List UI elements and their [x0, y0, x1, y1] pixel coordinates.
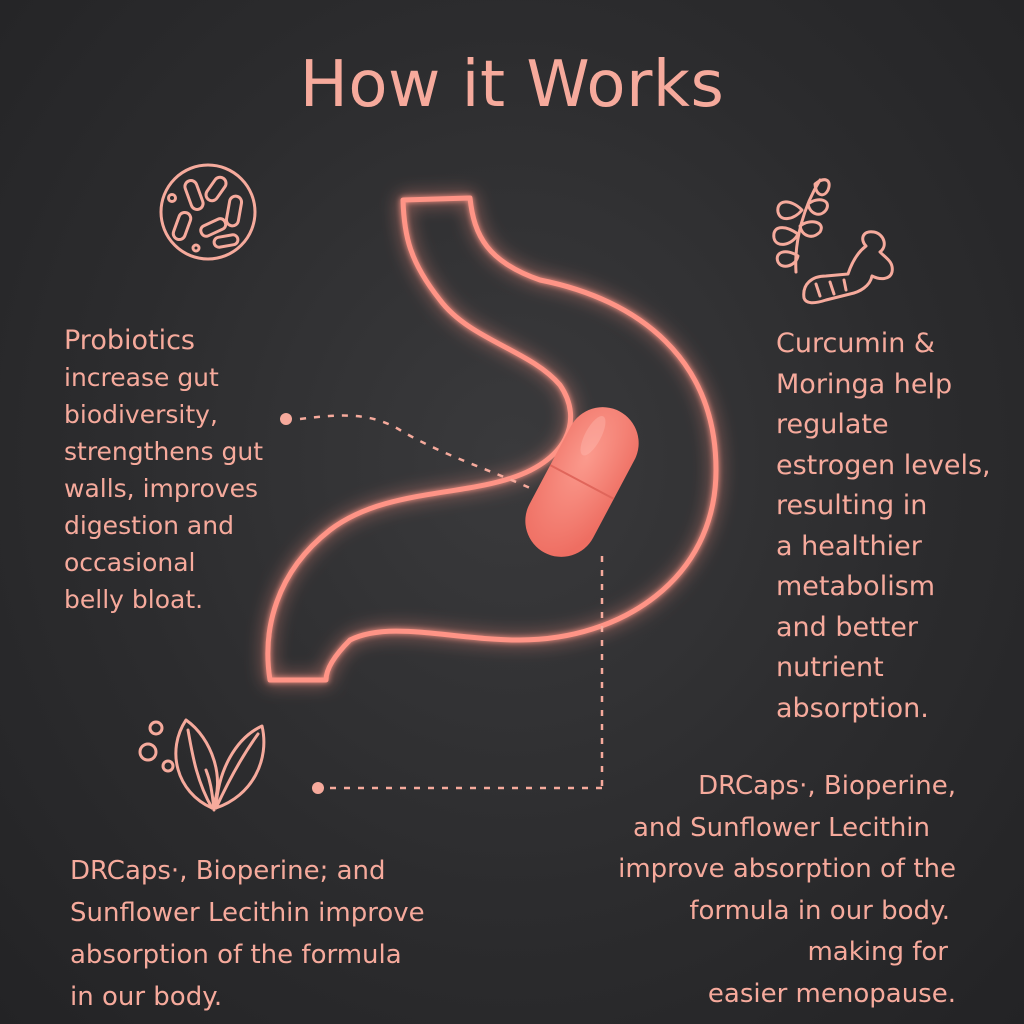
connector-absorption	[312, 556, 604, 794]
curcumin-line: a healthier	[776, 530, 922, 562]
probiotics-line: biodiversity,	[64, 400, 218, 429]
absorption-right-line: formula in our body.	[689, 895, 950, 926]
curcumin-line: Moringa help	[776, 368, 953, 400]
connector-probiotics	[280, 413, 531, 490]
probiotics-description: Probiotics increase gut biodiversity, st…	[64, 322, 263, 618]
probiotics-line: Probiotics	[64, 325, 195, 356]
probiotics-line: digestion and	[64, 511, 234, 540]
probiotics-line: walls, improves	[64, 474, 258, 503]
curcumin-line: metabolism	[776, 571, 936, 602]
absorption-right-line: easier menopause.	[707, 978, 956, 1009]
absorption-left-line: DRCaps·, Bioperine; and	[70, 856, 386, 886]
absorption-right-line: DRCaps·, Bioperine,	[698, 771, 956, 801]
probiotics-line: strengthens gut	[64, 437, 264, 466]
curcumin-line: nutrient	[776, 652, 884, 683]
curcumin-line: and better	[776, 611, 919, 643]
curcumin-line: Curcumin &	[776, 328, 935, 359]
probiotics-line: increase gut	[64, 363, 219, 392]
page-title: How it Works	[299, 48, 725, 122]
absorption-right-line: improve absorption of the	[618, 854, 956, 884]
curcumin-line: estrogen levels,	[776, 449, 991, 481]
curcumin-line: resulting in	[776, 490, 928, 521]
curcumin-line: absorption.	[776, 692, 929, 724]
curcumin-line: regulate	[776, 409, 889, 440]
stomach-illustration	[265, 195, 719, 683]
absorption-left-line: Sunflower Lecithin improve	[70, 898, 425, 928]
absorption-right-line: making for	[807, 937, 948, 967]
bacteria-icon	[159, 163, 257, 261]
absorption-description-left: DRCaps·, Bioperine; and Sunflower Lecith…	[70, 850, 425, 1018]
absorption-left-line: absorption of the formula	[70, 940, 402, 970]
probiotics-line: occasional	[64, 548, 196, 577]
curcumin-moringa-description: Curcumin & Moringa help regulate estroge…	[776, 324, 991, 729]
absorption-right-line: and Sunflower Lecithin	[632, 812, 930, 843]
absorption-description-right: DRCaps·, Bioperine, and Sunflower Lecith…	[618, 766, 956, 1015]
herb-ginger-icon	[772, 178, 894, 305]
leaves-bubbles-icon	[138, 718, 266, 812]
absorption-left-line: in our body.	[70, 982, 223, 1012]
probiotics-line: belly bloat.	[64, 585, 204, 614]
capsule-illustration	[525, 407, 639, 557]
